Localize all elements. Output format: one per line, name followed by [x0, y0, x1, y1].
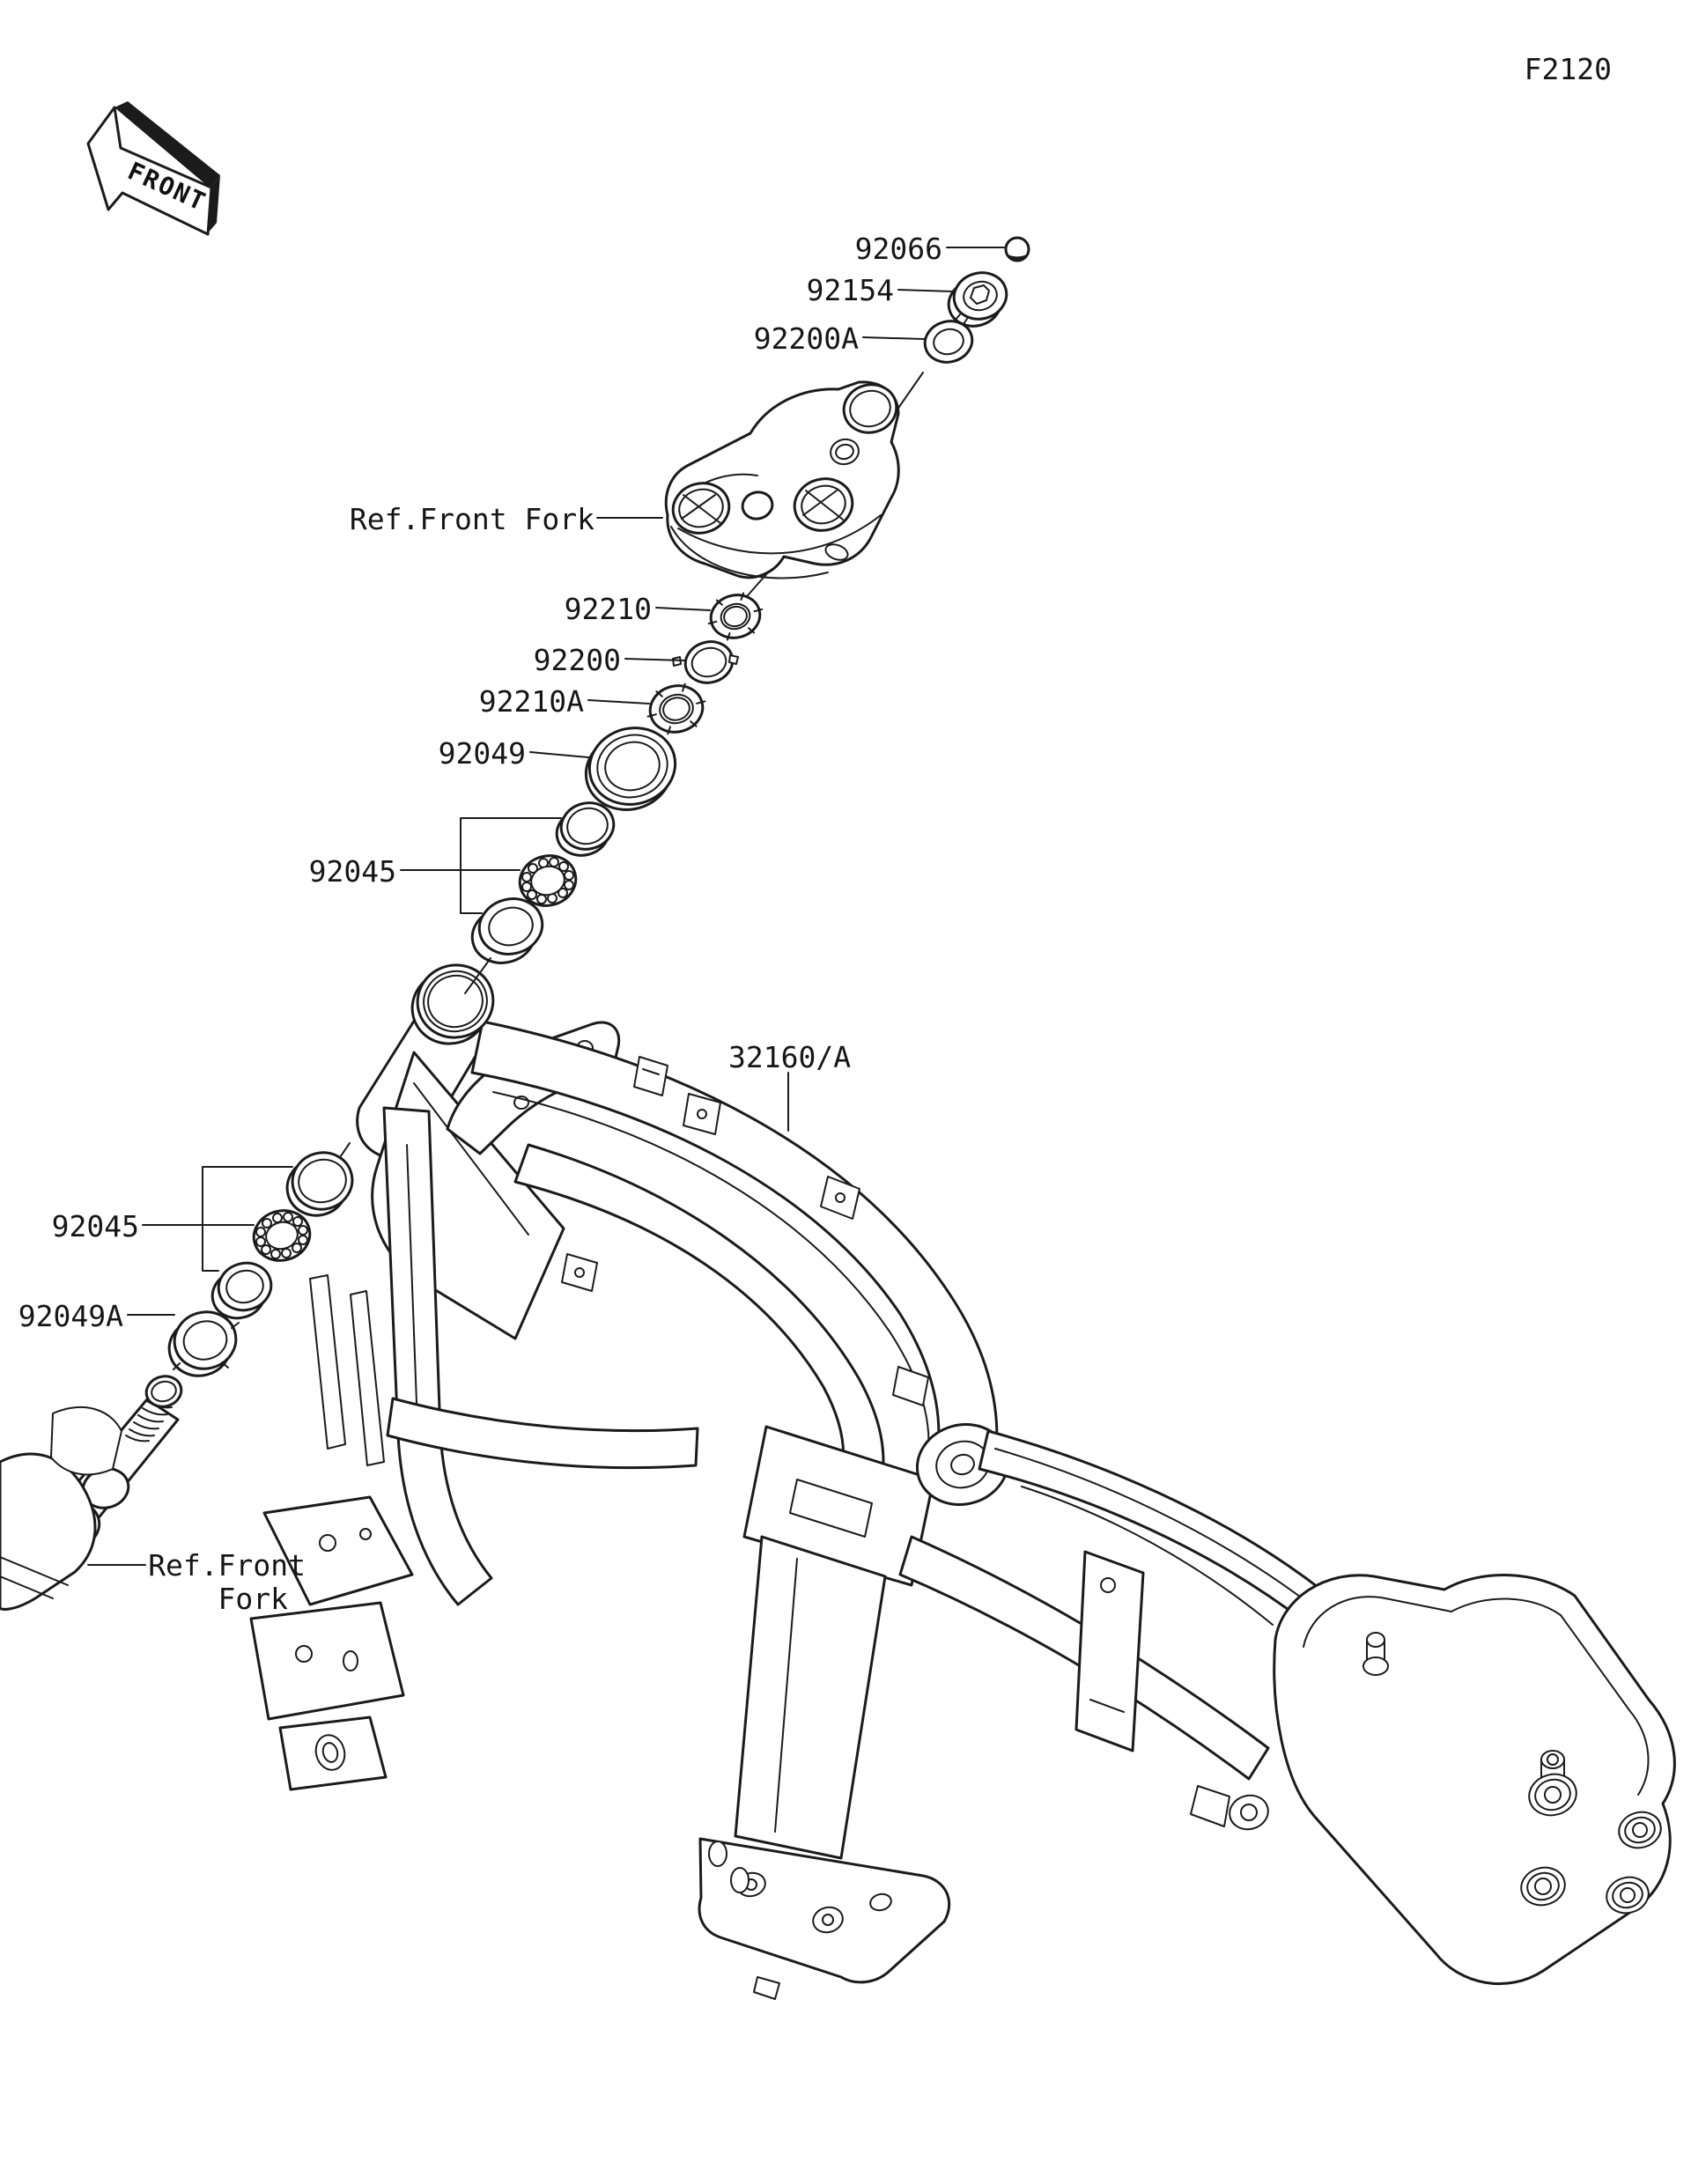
- callout-92210[interactable]: 92210: [565, 592, 652, 626]
- callout-92154[interactable]: 92154: [807, 273, 894, 307]
- callout-92045-lower[interactable]: 92045: [52, 1209, 139, 1243]
- bearing-upper-cage: [518, 854, 578, 907]
- callout-92210A[interactable]: 92210A: [479, 684, 584, 719]
- frame-cross-tube: [386, 1397, 699, 1470]
- callout-92049[interactable]: 92049: [439, 736, 526, 771]
- part-bearing-assy-lower: [210, 1142, 354, 1320]
- callout-ref-front-fork-lower-line2[interactable]: Fork: [218, 1582, 289, 1616]
- callout-32160A[interactable]: 32160/A: [728, 1040, 851, 1074]
- callout-92066[interactable]: 92066: [855, 232, 942, 266]
- callout-92049A[interactable]: 92049A: [18, 1299, 123, 1333]
- part-seal-92049: [584, 727, 677, 811]
- part-stem-nut-92210A: [646, 682, 706, 735]
- figure-code: F2120: [1525, 52, 1612, 86]
- part-cap-92066: [1004, 236, 1030, 262]
- frame-rear-fender-panel: [1273, 1574, 1676, 1986]
- frame-rear-descender: [734, 1535, 887, 1860]
- fender-grommets: [1520, 1750, 1662, 1915]
- bearing-lower-cage: [252, 1209, 312, 1262]
- front-direction-marker: FRONT: [86, 101, 220, 236]
- axis-line-mid: [464, 957, 491, 994]
- frame-drawing: [249, 963, 1676, 2000]
- callouts: 92066 92154 92200A Ref.Front Fork 92210 …: [18, 232, 1005, 1616]
- part-steering-stem: [0, 1375, 183, 1611]
- callout-ref-front-fork-upper[interactable]: Ref.Front Fork: [350, 502, 594, 536]
- callout-92045-upper[interactable]: 92045: [309, 854, 396, 889]
- part-bolt-92154: [947, 271, 1008, 328]
- part-bearing-assy-upper: [470, 801, 616, 964]
- part-claw-washer-92200: [672, 640, 739, 684]
- part-seal-92049A: [167, 1310, 240, 1377]
- callout-92200A[interactable]: 92200A: [754, 321, 859, 356]
- callout-ref-front-fork-lower-line1[interactable]: Ref.Front: [148, 1548, 306, 1583]
- callout-92200[interactable]: 92200: [534, 643, 621, 677]
- part-washer-92200A: [923, 320, 974, 364]
- part-stem-nut-92210: [707, 592, 764, 641]
- part-triple-clamp: [664, 380, 900, 579]
